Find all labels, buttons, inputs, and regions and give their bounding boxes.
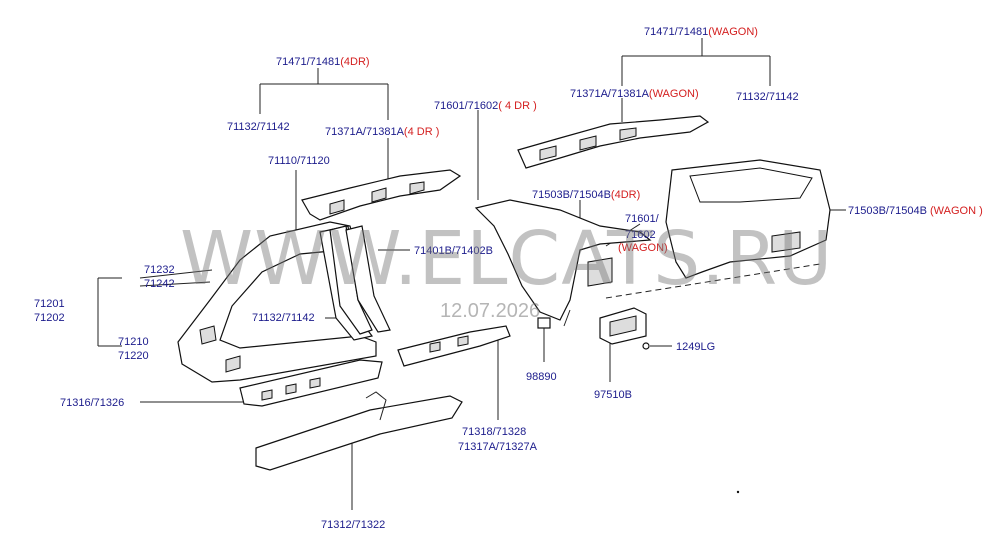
label-roof-rail-wagon-group: 71471/71481(WAGON) <box>644 26 758 38</box>
label-side-outer: 71110/71120 <box>268 155 330 167</box>
label-sill-reinforcement-a: 71318/71328 <box>462 426 527 438</box>
fourdr-roof-rail-part <box>301 169 462 221</box>
label-4dr-rail-alt: 71132/71142 <box>227 121 290 133</box>
sill-outer-part <box>255 391 463 471</box>
label-front-pillar-b: 71220 <box>118 350 149 362</box>
label-wagon-rail-alt: 71132/71142 <box>736 91 799 103</box>
label-quarter-panel-4dr: 71601/71602( 4 DR ) <box>434 100 537 112</box>
label-front-pillar-a: 71210 <box>118 336 149 348</box>
quarter-panel-4dr-part <box>474 199 652 321</box>
sill-reinforcement-part <box>397 325 511 367</box>
grommet-part <box>537 317 551 329</box>
leader-lines <box>97 38 846 510</box>
label-sill-reinforcement-b: 71317A/71327A <box>458 441 537 453</box>
label-side-assy-a: 71201 <box>34 298 65 310</box>
watermark-text: WWW.ELCATS.RU <box>180 216 834 302</box>
label-clip: 1249LG <box>676 341 716 353</box>
label-sill-outer: 71312/71322 <box>321 519 386 531</box>
label-pillar-a: 71232 <box>144 264 175 276</box>
label-b-pillar: 71401B/71402B <box>414 245 493 257</box>
label-pillar-b: 71242 <box>144 278 175 290</box>
label-grommet: 98890 <box>526 371 557 383</box>
dot-mark <box>736 490 740 494</box>
label-quarter-wagon-part: 71601/ <box>625 213 659 225</box>
label-quarter-wagon-variant: (WAGON) <box>618 242 668 254</box>
label-quarter-inner-4dr: 71503B/71504B(4DR) <box>532 189 641 201</box>
quarter-panel-wagon-part <box>665 159 831 279</box>
label-wagon-roof-rail: 71371A/71381A(WAGON) <box>570 88 699 100</box>
label-quarter-inner-wagon: 71503B/71504B (WAGON ) <box>848 205 983 217</box>
label-side-assy-b: 71202 <box>34 312 65 324</box>
label-4dr-roof-rail: 71371A/71381A(4 DR ) <box>325 126 440 138</box>
label-rail-low: 71132/71142 <box>252 312 315 324</box>
sill-inner-part <box>239 359 383 407</box>
b-pillar-part <box>329 225 391 335</box>
watermark-date: 12.07.2026 <box>440 300 541 322</box>
label-vent: 97510B <box>594 389 632 401</box>
label-quarter-wagon-part2: 71602 <box>625 229 656 241</box>
wagon-roof-rail-part <box>517 115 710 169</box>
vent-part <box>599 307 650 350</box>
label-roof-rail-4dr-group: 71471/71481(4DR) <box>276 56 370 68</box>
label-sill-inner: 71316/71326 <box>60 397 125 409</box>
